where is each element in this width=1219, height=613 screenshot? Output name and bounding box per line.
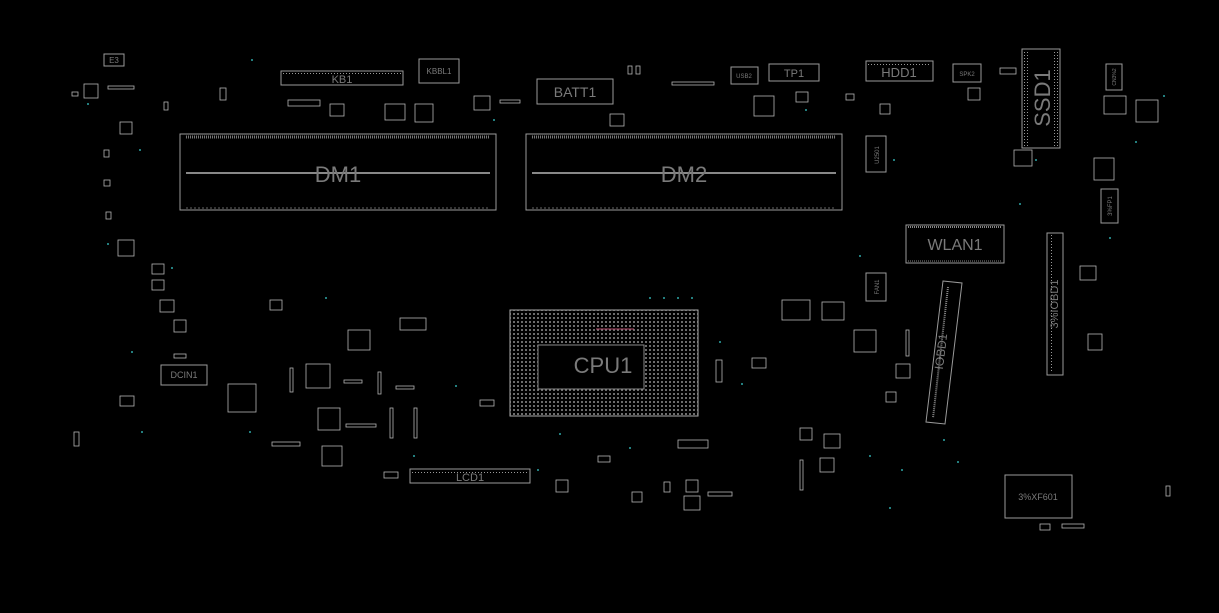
dm1-label: DM1 — [315, 162, 361, 187]
connector-xf601[interactable]: 3%XF601 — [1004, 474, 1073, 519]
lcd1-label: LCD1 — [456, 472, 484, 484]
cn-top-right-label: CN3%2 — [1112, 68, 1118, 85]
connector-wlan1[interactable]: WLAN1 — [905, 224, 1005, 264]
connector-tp1[interactable]: TP1 — [768, 63, 820, 82]
usb2-label: USB2 — [736, 74, 752, 80]
connector-fan1[interactable]: FAN1 — [865, 272, 887, 302]
dimm-slot-dm1[interactable]: DM1 — [179, 133, 497, 211]
xf601-label: 3%XF601 — [1018, 492, 1058, 502]
connector-cn-top-right[interactable]: CN3%2 — [1105, 63, 1123, 91]
connector-hdd1[interactable]: HDD1 — [865, 60, 934, 82]
kbbl1-label: KBBL1 — [427, 67, 452, 76]
connector-iobd1-board[interactable]: 3%IOBD1 — [1046, 232, 1064, 376]
cpu1-label: CPU1 — [574, 353, 633, 378]
spk2-label: SPK2 — [959, 72, 975, 78]
tp1-label: TP1 — [784, 68, 804, 80]
connector-kbbl1[interactable]: KBBL1 — [418, 58, 460, 84]
connector-fp1[interactable]: 3%FP1 — [1100, 188, 1119, 224]
dcin1-label: DCIN1 — [170, 370, 197, 380]
cpu-package[interactable]: CPU1 — [509, 309, 699, 417]
dimm-slot-dm2[interactable]: DM2 — [525, 133, 843, 211]
fan1-label: FAN1 — [875, 279, 881, 295]
iobd1-right-label: 3%IOBD1 — [1049, 280, 1061, 329]
connector-iobd1-flex[interactable]: IOBD1 — [925, 280, 963, 425]
connector-ssd1[interactable]: SSD1 — [1021, 48, 1061, 149]
connector-lcd1[interactable]: LCD1 — [409, 468, 531, 484]
connector-usb2[interactable]: USB2 — [730, 66, 759, 85]
u2501-label: U2501 — [875, 146, 881, 164]
iobd1-left-label: IOBD1 — [932, 332, 950, 370]
e3-label: E3 — [109, 56, 119, 65]
kb1-label: KB1 — [332, 74, 353, 86]
small-components — [71, 65, 1171, 531]
connector-dcin1[interactable]: DCIN1 — [160, 364, 208, 386]
ssd1-label: SSD1 — [1030, 69, 1055, 126]
fp1-label: 3%FP1 — [1108, 196, 1114, 216]
chip-u2501[interactable]: U2501 — [865, 135, 887, 173]
connector-e3[interactable]: E3 — [103, 53, 125, 67]
wlan1-label: WLAN1 — [927, 237, 982, 254]
dm2-label: DM2 — [661, 162, 707, 187]
connector-batt1[interactable]: BATT1 — [536, 78, 614, 105]
connector-spk2[interactable]: SPK2 — [952, 63, 982, 83]
connector-kb1[interactable]: KB1 — [280, 70, 404, 86]
hdd1-label: HDD1 — [881, 65, 916, 80]
vias — [87, 59, 1165, 509]
batt1-label: BATT1 — [554, 84, 597, 100]
